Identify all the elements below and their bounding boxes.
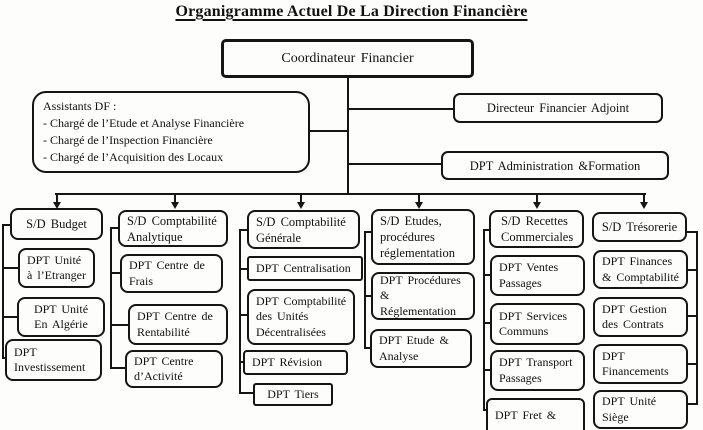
connector-col4-vertical xyxy=(364,231,366,348)
connector-deputy xyxy=(349,108,453,110)
down-arrow-icon xyxy=(171,202,179,209)
arrow-stem xyxy=(418,195,420,202)
connector-col6-vertical xyxy=(696,231,698,405)
connector-admin-dept xyxy=(349,163,441,165)
connector-stub xyxy=(2,267,18,269)
down-arrow-icon xyxy=(640,202,648,209)
connector-col5-vertical xyxy=(483,229,485,411)
connector-stub xyxy=(483,369,490,371)
box-dpt-administration-formation: DPT Administration &Formation xyxy=(441,151,669,180)
connector-stub xyxy=(110,227,118,229)
box-coordinateur-financier: Coordinateur Financier xyxy=(221,39,474,78)
arrow-stem xyxy=(536,195,538,202)
down-arrow-icon xyxy=(53,202,61,209)
connector-stub xyxy=(483,229,489,231)
connector-stub xyxy=(2,357,6,359)
connector-stub xyxy=(364,231,371,233)
box-sd-comptabilite-analytique: S/D Comptabilité Analytique xyxy=(118,210,228,247)
box-dpt-centralisation: DPT Centralisation xyxy=(247,256,363,281)
connector-rail xyxy=(55,193,646,195)
box-dpt-centre-de-frais: DPT Centre de Frais xyxy=(120,254,223,293)
box-dpt-procedures-reglementation: DPT Procédures & Réglementation xyxy=(371,272,475,320)
down-arrow-icon xyxy=(533,202,541,209)
connector-assistants xyxy=(310,130,347,132)
connector-stub xyxy=(688,269,696,271)
connector-col1-vertical xyxy=(2,224,4,358)
box-dpt-centre-de-rentabilite: DPT Centre de Rentabilité xyxy=(128,304,228,345)
connector-stub xyxy=(687,231,698,233)
box-dpt-comptabilite-unites-decentralisees: DPT Comptabilité des Unités Décentralisé… xyxy=(247,289,355,345)
box-dpt-investissement: DPT Investissement xyxy=(5,339,102,381)
box-dpt-finances-comptabilite: DPT Finances & Comptabilité xyxy=(593,250,688,289)
box-dpt-gestion-des-contrats: DPT Gestion des Contrats xyxy=(593,297,688,337)
connector-stub xyxy=(239,268,247,270)
connector-stub xyxy=(110,324,128,326)
connector-stub xyxy=(2,224,10,226)
box-dpt-revision: DPT Révision xyxy=(243,350,348,375)
down-arrow-icon xyxy=(297,202,305,209)
connector-stub xyxy=(2,316,17,318)
page-title: Organigramme Actuel De La Direction Fina… xyxy=(175,3,528,20)
box-dpt-tiers: DPT Tiers xyxy=(253,383,333,406)
box-dpt-transport-passages: DPT Transport Passages xyxy=(490,350,585,391)
connector-stub xyxy=(239,314,247,316)
box-dpt-unite-siege: DPT Unité Siège xyxy=(593,390,688,429)
box-sd-recettes-commerciales: S/D Recettes Commerciales xyxy=(489,210,584,248)
connector-stub xyxy=(239,392,253,394)
box-sd-etudes-procedures-reglementation: S/D Etudes, procédures réglementation xyxy=(371,209,475,265)
box-directeur-financier-adjoint: Directeur Financier Adjoint xyxy=(453,93,663,123)
box-dpt-fret: DPT Fret & xyxy=(486,398,585,430)
connector-stub xyxy=(688,315,696,317)
box-dpt-etude-analyse: DPT Etude & Analyse xyxy=(370,329,472,368)
box-dpt-unite-en-algerie: DPT Unité En Algérie xyxy=(17,297,105,337)
connector-main-vertical xyxy=(347,78,349,194)
connector-stub xyxy=(688,403,696,405)
connector-stub xyxy=(239,229,247,231)
box-assistants-df: Assistants DF : - Chargé de l’Etude et A… xyxy=(32,91,310,173)
arrow-stem xyxy=(56,195,58,202)
down-arrow-icon xyxy=(415,202,423,209)
connector-stub xyxy=(483,409,487,411)
arrow-stem xyxy=(174,195,176,202)
connector-col3-vertical xyxy=(239,229,241,394)
arrow-stem xyxy=(643,195,645,202)
connector-stub xyxy=(483,274,490,276)
connector-stub xyxy=(483,322,490,324)
box-sd-comptabilite-generale: S/D Comptabilité Générale xyxy=(247,210,360,249)
connector-stub xyxy=(364,295,371,297)
arrow-stem xyxy=(300,195,302,202)
connector-stub xyxy=(110,272,120,274)
connector-stub xyxy=(364,347,370,349)
box-dpt-centre-dactivite: DPT Centre d’Activité xyxy=(125,350,223,388)
connector-col2-vertical xyxy=(110,227,112,368)
box-dpt-financements: DPT Financements xyxy=(593,344,688,384)
connector-stub xyxy=(110,367,125,369)
box-dpt-services-communs: DPT Services Communs xyxy=(490,303,585,345)
connector-stub xyxy=(239,361,244,363)
box-sd-budget: S/D Budget xyxy=(10,208,103,240)
connector-stub xyxy=(688,363,696,365)
box-dpt-ventes-passages: DPT Ventes Passages xyxy=(490,255,585,296)
box-dpt-unite-a-letranger: DPT Unité à l’Etranger xyxy=(18,248,95,288)
box-sd-tresorerie: S/D Trésorerie xyxy=(592,212,687,242)
